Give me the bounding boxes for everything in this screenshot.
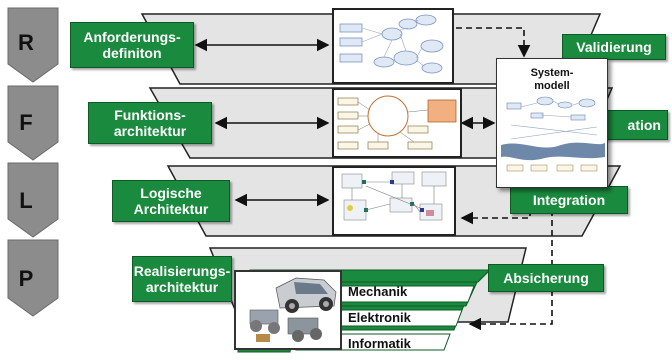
system-model-title: System- modell [530,67,574,92]
rflp-letter-l: L [19,188,33,213]
label-physical-text: Realisierungs- architektur [133,263,231,295]
label-functional-text: Funktions- architektur [113,107,187,139]
chevron-r-icon [7,7,59,83]
label-assurance-text: Absicherung [503,270,589,286]
chevron-p-icon [7,239,59,317]
label-physical: Realisierungs- architektur [132,256,232,302]
vehicle-image [234,270,342,350]
requirements-thumbnail [332,8,454,84]
label-validation: Validierung [562,34,666,60]
label-assurance: Absicherung [488,264,604,292]
label-requirements: Anforderungs- definiton [70,22,194,68]
system-model-box: System- modell [496,58,608,188]
rflp-letter-f: F [19,110,33,135]
logical-thumbnail [332,166,456,236]
label-logical: Logische Architektur [112,180,230,222]
rflp-letter-r: R [18,30,34,55]
domain-mechanik: Mechanik [348,284,408,299]
label-integration: Integration [510,186,628,214]
system-model-preview [501,96,605,172]
chevron-l-icon [7,162,59,238]
label-validation-text: Validierung [576,39,652,55]
label-verification-text: ation [627,117,661,133]
label-logical-text: Logische Architektur [133,185,209,217]
functional-thumbnail [332,88,462,158]
label-integration-text: Integration [532,192,606,208]
domain-elektronik: Elektronik [348,310,411,325]
label-functional: Funktions- architektur [88,102,212,144]
label-requirements-text: Anforderungs- definiton [83,29,181,61]
rflp-letter-p: P [18,266,34,291]
chevron-f-icon [7,85,59,161]
domain-informatik: Informatik [348,336,411,351]
